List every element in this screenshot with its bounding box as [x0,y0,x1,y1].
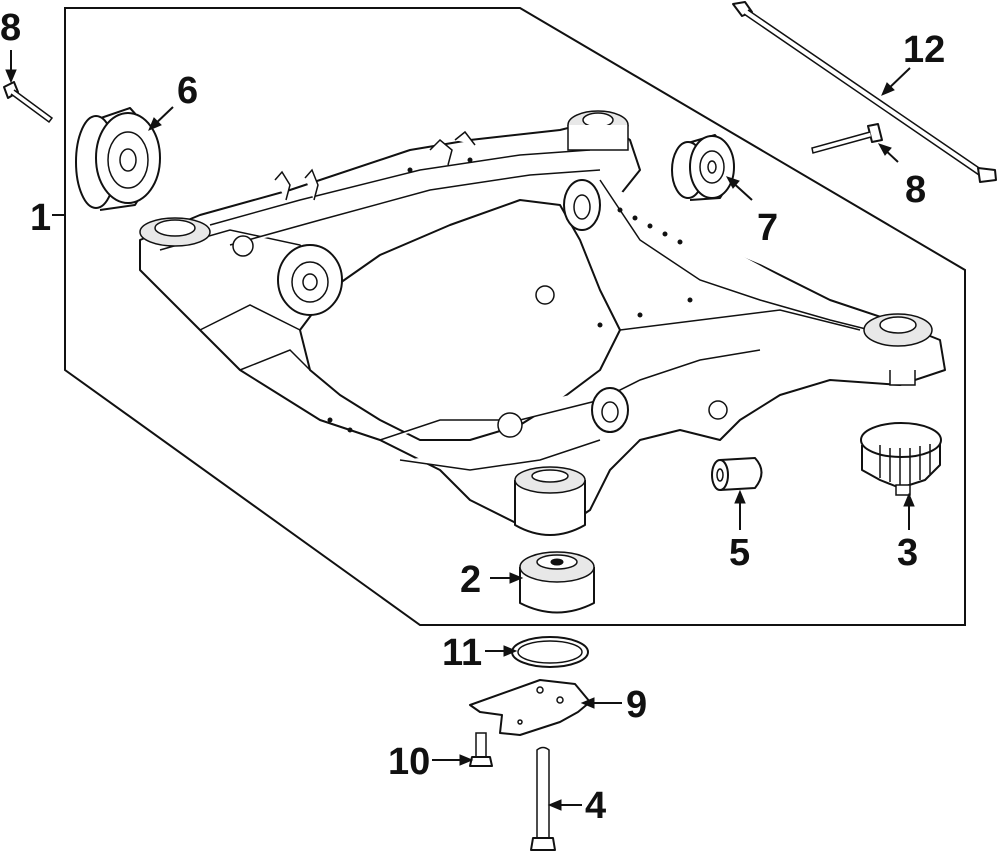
callout-4: 4 [585,785,606,827]
part-2-mount-bushing [519,551,595,614]
callout-1: 1 [30,197,51,239]
part-11-seal-ring [511,636,589,668]
leader-lines [5,50,915,811]
callout-11: 11 [442,632,482,674]
callout-5: 5 [729,532,750,574]
callout-6: 6 [177,70,198,112]
mount-top-right [567,110,629,151]
crossmember-assembly [139,110,946,536]
callout-2: 2 [460,559,481,601]
callout-7: 7 [757,207,778,249]
callout-12: 12 [903,29,945,71]
part-10-bolt [469,732,493,767]
mount-top-left [139,217,211,247]
part-9-plate [469,679,591,736]
callout-9: 9 [626,684,647,726]
callout-3: 3 [897,532,918,574]
part-8-bolt-left [3,81,54,124]
part-7-bushing [671,134,735,201]
part-4-long-bolt [530,746,556,851]
rivet-dots [327,157,693,433]
callout-10: 10 [388,741,430,783]
part-12-brace [732,1,997,183]
bushing-inner-right [563,179,601,231]
mount-front-installed [514,466,586,536]
callout-8-left: 8 [0,7,21,49]
part-6-bushing [75,107,161,211]
part-5-bushing [711,457,763,491]
bushing-inner-left [277,244,343,316]
part-3-mount-bushing [860,422,942,496]
assembly-boundary [64,7,966,626]
bushing-front-right [591,387,629,433]
part-8-bolt-right [811,123,883,154]
mount-right-end [863,313,933,386]
callout-8-right: 8 [905,169,926,211]
